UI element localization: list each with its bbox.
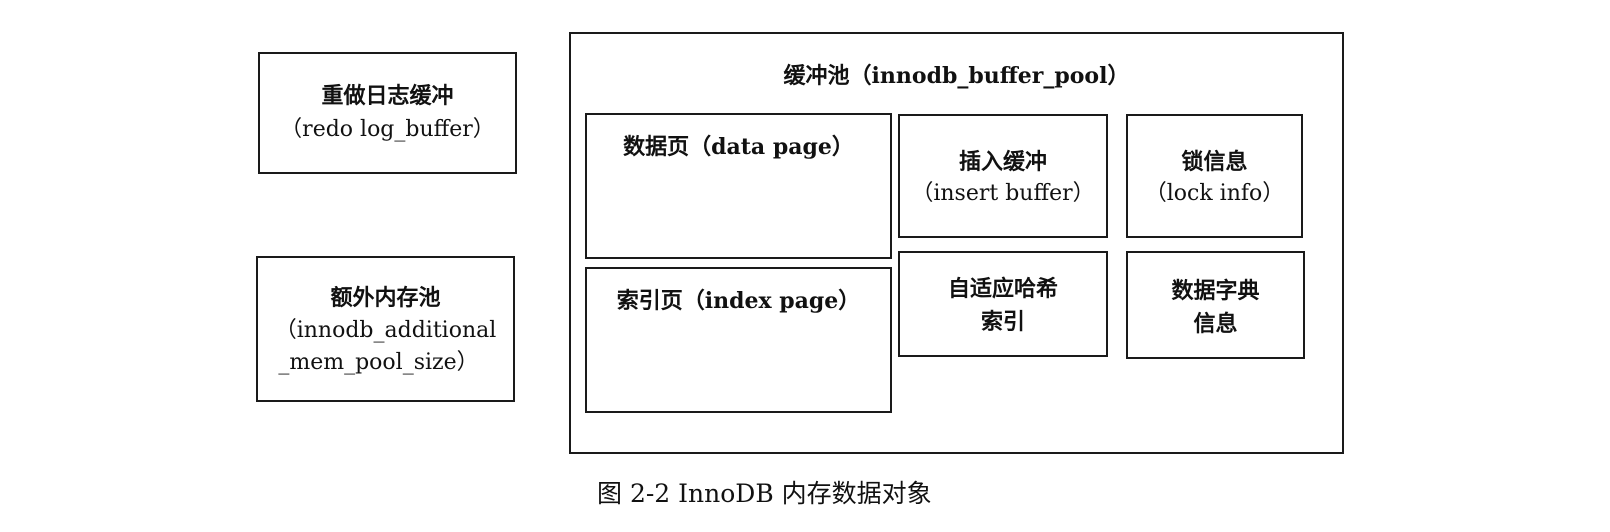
insert-buffer-title: 插入缓冲: [958, 149, 1047, 175]
lock-info-subtitle: （lock info）: [1144, 181, 1285, 206]
data-dictionary-line1: 数据字典: [1171, 278, 1260, 304]
additional-mem-pool-line2: （innodb_additional: [274, 318, 497, 343]
index-page-box: 索引页（index page）: [585, 267, 892, 413]
additional-mem-pool-title: 额外内存池: [330, 285, 441, 311]
lock-info-box: 锁信息 （lock info）: [1126, 114, 1303, 238]
buffer-pool-title: 缓冲池（innodb_buffer_pool）: [783, 63, 1130, 89]
adaptive-hash-index-line1: 自适应哈希: [947, 276, 1058, 302]
redo-log-buffer-box: 重做日志缓冲 （redo log_buffer）: [258, 52, 517, 174]
redo-log-buffer-subtitle: （redo log_buffer）: [280, 117, 495, 142]
redo-log-buffer-title: 重做日志缓冲: [321, 83, 454, 109]
index-page-label: 索引页（index page）: [616, 288, 861, 314]
adaptive-hash-index-box: 自适应哈希 索引: [898, 251, 1108, 357]
insert-buffer-box: 插入缓冲 （insert buffer）: [898, 114, 1108, 238]
adaptive-hash-index-line2: 索引: [980, 309, 1025, 335]
insert-buffer-subtitle: （insert buffer）: [911, 181, 1095, 206]
additional-mem-pool-line3: _mem_pool_size）: [278, 350, 479, 375]
data-dictionary-line2: 信息: [1193, 311, 1238, 337]
data-dictionary-box: 数据字典 信息: [1126, 251, 1305, 359]
data-page-label: 数据页（data page）: [623, 134, 854, 160]
data-page-box: 数据页（data page）: [585, 113, 892, 259]
figure-caption: 图 2-2 InnoDB 内存数据对象: [597, 479, 932, 508]
additional-mem-pool-box: 额外内存池 （innodb_additional _mem_pool_size）: [256, 256, 515, 402]
lock-info-title: 锁信息: [1181, 149, 1248, 175]
